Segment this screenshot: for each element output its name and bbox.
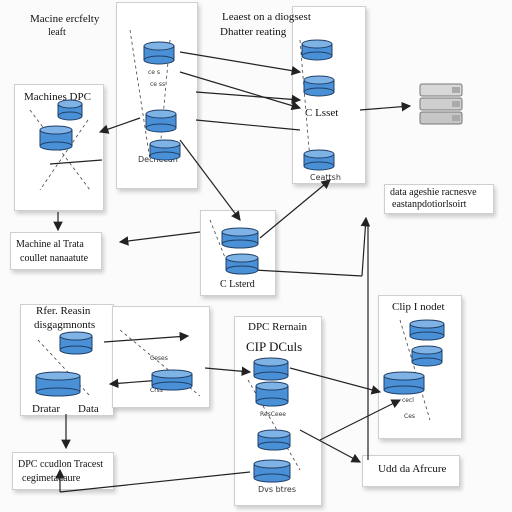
center-subtitle: Dhatter reating	[220, 26, 287, 38]
database-cylinder-icon	[57, 99, 83, 121]
cluster-title: DPC Rernain	[248, 321, 307, 333]
database-cylinder-icon	[253, 357, 289, 381]
mid-label: C Lsterd	[220, 279, 255, 290]
database-cylinder-icon	[409, 319, 445, 341]
dashed-links	[29, 29, 431, 471]
database-cylinder-icon	[143, 41, 175, 65]
machine-title: Macine ercfelty	[30, 13, 100, 25]
database-cylinder-icon	[151, 369, 193, 391]
callout-right-line1: data ageshie racnesve	[390, 187, 477, 198]
left-panel-title: Machines DPC	[24, 91, 91, 103]
database-cylinder-icon	[383, 371, 425, 395]
small-label-crss: Crss	[150, 387, 163, 394]
bottom-left-line1: DPC ccudlon Tracest	[18, 459, 103, 470]
database-cylinder-icon	[145, 109, 177, 133]
right-bottom-label: Ceattsh	[310, 173, 341, 182]
right-dataset-label: C Lsset	[305, 107, 339, 119]
panel-cluster	[234, 316, 322, 506]
database-cylinders	[35, 39, 445, 483]
database-cylinder-icon	[149, 139, 181, 161]
database-cylinder-icon	[303, 75, 335, 97]
bottom-right-label: Udd da Afrcure	[378, 463, 447, 475]
small-label-ces: Ces	[404, 413, 416, 420]
database-cylinder-icon	[303, 149, 335, 171]
database-cylinder-icon	[253, 459, 291, 483]
database-cylinder-icon	[59, 331, 93, 355]
database-cylinder-icon	[255, 381, 289, 407]
small-label-resees: ResCeee	[260, 411, 286, 418]
database-cylinder-icon	[411, 345, 443, 367]
arrow-icon	[49, 51, 412, 493]
small-label-ce2: ce ss	[150, 81, 166, 88]
database-cylinder-icon	[301, 39, 333, 61]
callout-bottom-right	[362, 455, 460, 487]
left2-bottom-a: Dratar	[32, 403, 61, 415]
left2-subtitle: disgagmnonts	[34, 319, 96, 331]
small-label-cecl: cecl	[402, 397, 414, 404]
left2-title: Rfer. Reasin	[36, 305, 91, 317]
callout-left-line1: Machine al Trata	[16, 239, 84, 250]
callout-right-line2: eastanpdotiorlsoirt	[392, 199, 467, 210]
callout-left	[10, 232, 102, 270]
database-cylinder-icon	[257, 429, 291, 451]
callout-left-line2: coullet nanaatute	[20, 253, 89, 264]
database-cylinder-icon	[225, 253, 259, 275]
left2-bottom-b: Data	[78, 403, 99, 415]
right-node-title: Clip I nodet	[392, 301, 445, 313]
panel-left-inner	[112, 306, 210, 408]
small-label-ce1: ce s	[148, 69, 161, 76]
panel-right-node	[378, 295, 462, 439]
database-cylinder-icon	[35, 371, 81, 397]
callout-right	[384, 184, 494, 214]
center-title: Leaest on a diogsest	[222, 11, 311, 23]
machine-subtitle: leaft	[48, 27, 66, 38]
server-stack-icon	[419, 83, 463, 125]
cluster-subtitle: CIP DCuls	[246, 339, 303, 354]
bottom-left-line2: cegimetadaure	[22, 473, 81, 484]
database-cylinder-icon	[39, 125, 73, 151]
cluster-bottom: Dvs btres	[258, 485, 297, 494]
small-label-ceses: Ceses	[150, 355, 168, 362]
database-cylinder-icon	[221, 227, 259, 249]
